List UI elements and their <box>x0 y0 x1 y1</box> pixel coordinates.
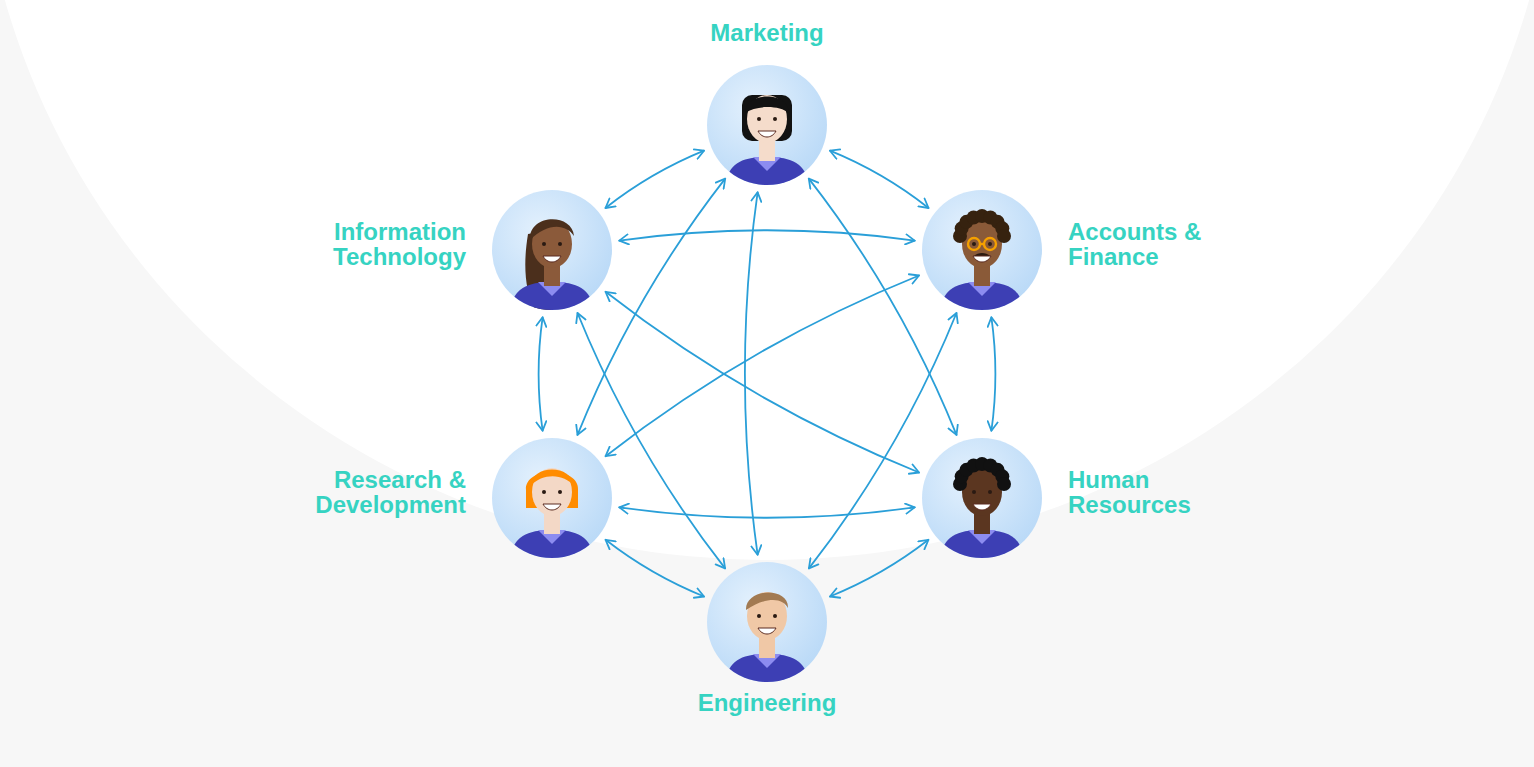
hair-curl <box>997 477 1011 491</box>
person-figure <box>510 219 594 310</box>
glasses <box>980 243 984 245</box>
person-figure <box>725 592 809 682</box>
connector-arrow <box>991 317 995 430</box>
department-label: Marketing <box>710 20 823 45</box>
shirt <box>940 282 1024 310</box>
shirt <box>725 654 809 682</box>
department-label: Engineering <box>698 690 837 715</box>
department-label: Human Resources <box>1068 467 1218 517</box>
shirt <box>725 157 809 185</box>
person-figure <box>510 468 594 558</box>
hair-fringe <box>530 219 574 240</box>
eye <box>988 490 992 494</box>
department-circle: Engineering <box>707 562 827 682</box>
department-circle: Human Resources <box>922 438 1042 558</box>
person-figure <box>940 209 1024 310</box>
connector-arrow <box>745 192 758 554</box>
eye <box>988 242 992 246</box>
department-circle: Information Technology <box>492 190 612 310</box>
connector-arrow <box>606 151 705 208</box>
department-label: Accounts & Finance <box>1068 219 1218 269</box>
hair-fringe <box>746 592 788 610</box>
avatar-disc <box>922 438 1042 558</box>
smile <box>758 131 776 137</box>
connector-arrow <box>539 317 543 430</box>
glasses <box>968 238 980 250</box>
eye <box>542 242 546 246</box>
smile <box>973 256 991 262</box>
department-label: Research & Development <box>276 467 466 517</box>
eye <box>773 117 777 121</box>
department-circle: Marketing <box>707 65 827 185</box>
person-avatar <box>492 190 612 310</box>
eye <box>757 614 761 618</box>
connector-arrow <box>830 151 929 208</box>
avatar-disc <box>492 190 612 310</box>
department-label: Information Technology <box>296 219 466 269</box>
eye <box>972 490 976 494</box>
eye <box>757 117 761 121</box>
person-figure <box>940 457 1024 558</box>
connector-arrow <box>606 540 704 597</box>
connector-arrow <box>830 540 928 597</box>
person-avatar <box>707 65 827 185</box>
glasses <box>984 238 996 250</box>
background-arc <box>0 0 1534 560</box>
person-avatar <box>492 438 612 558</box>
hair-fringe <box>530 470 574 487</box>
hair-curl <box>997 229 1011 243</box>
smile <box>973 504 991 510</box>
eye <box>773 614 777 618</box>
smile <box>543 504 561 510</box>
connector-arrow <box>606 276 919 457</box>
connector-arrow <box>619 230 914 240</box>
avatar-disc <box>707 562 827 682</box>
person-figure <box>725 95 809 185</box>
connector-arrow <box>606 292 919 473</box>
hair-fringe <box>745 97 789 114</box>
department-circle: Accounts & Finance <box>922 190 1042 310</box>
smile <box>758 628 776 634</box>
shirt <box>940 530 1024 558</box>
person-avatar <box>922 438 1042 558</box>
eye <box>972 242 976 246</box>
connector-arrow <box>619 507 914 517</box>
avatar-disc <box>707 65 827 185</box>
person-avatar <box>707 562 827 682</box>
person-avatar <box>922 190 1042 310</box>
shirt <box>510 282 594 310</box>
avatar-disc <box>922 190 1042 310</box>
department-circle: Research & Development <box>492 438 612 558</box>
eye <box>542 490 546 494</box>
avatar-disc <box>492 438 612 558</box>
shirt <box>510 530 594 558</box>
eye <box>558 490 562 494</box>
smile <box>543 256 561 262</box>
eye <box>558 242 562 246</box>
